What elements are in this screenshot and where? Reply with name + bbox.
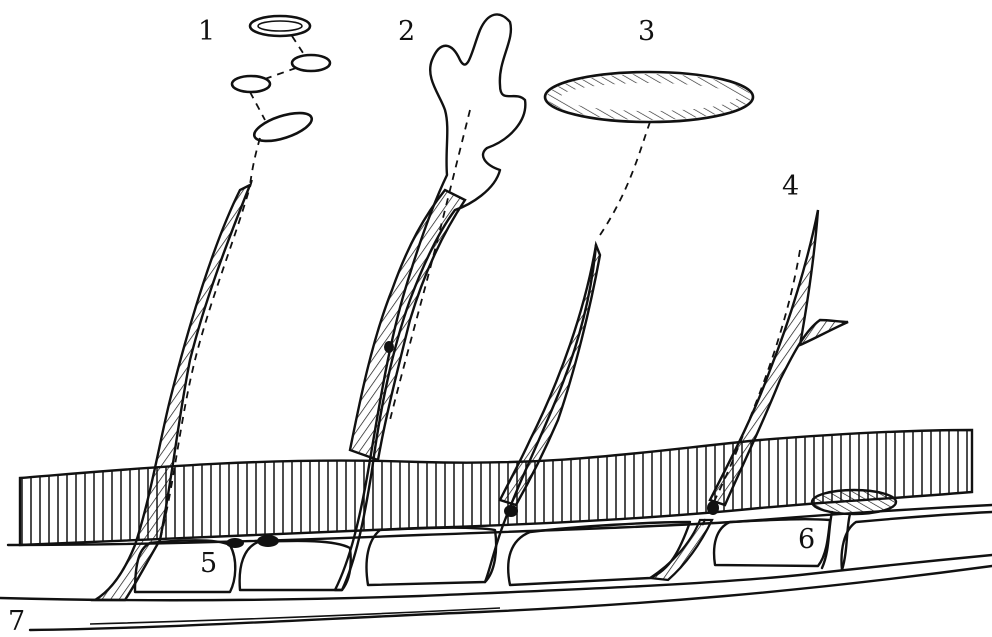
label-1: 1 bbox=[198, 16, 215, 47]
membrane-basement bbox=[30, 566, 992, 630]
stalk-4-tail bbox=[650, 520, 712, 580]
granule-2 bbox=[384, 341, 394, 353]
granule-5a bbox=[226, 538, 244, 548]
stalk-2 bbox=[350, 190, 465, 460]
disc-1c bbox=[232, 76, 270, 92]
disc-1d bbox=[251, 107, 315, 146]
disc-1b bbox=[292, 55, 330, 71]
label-5: 5 bbox=[200, 548, 217, 579]
granule-5b bbox=[257, 535, 279, 547]
cap-3-center bbox=[561, 83, 737, 111]
label-2: 2 bbox=[398, 16, 415, 47]
granule-3 bbox=[504, 505, 518, 517]
label-4: 4 bbox=[782, 171, 799, 202]
label-6: 6 bbox=[798, 524, 815, 555]
body-6 bbox=[812, 490, 896, 514]
stalk-3-link bbox=[600, 122, 650, 235]
label-3: 3 bbox=[638, 16, 655, 47]
granule-4 bbox=[707, 501, 719, 515]
label-7: 7 bbox=[8, 606, 25, 637]
disc-1a bbox=[250, 16, 310, 36]
compartment-5b bbox=[240, 541, 351, 590]
